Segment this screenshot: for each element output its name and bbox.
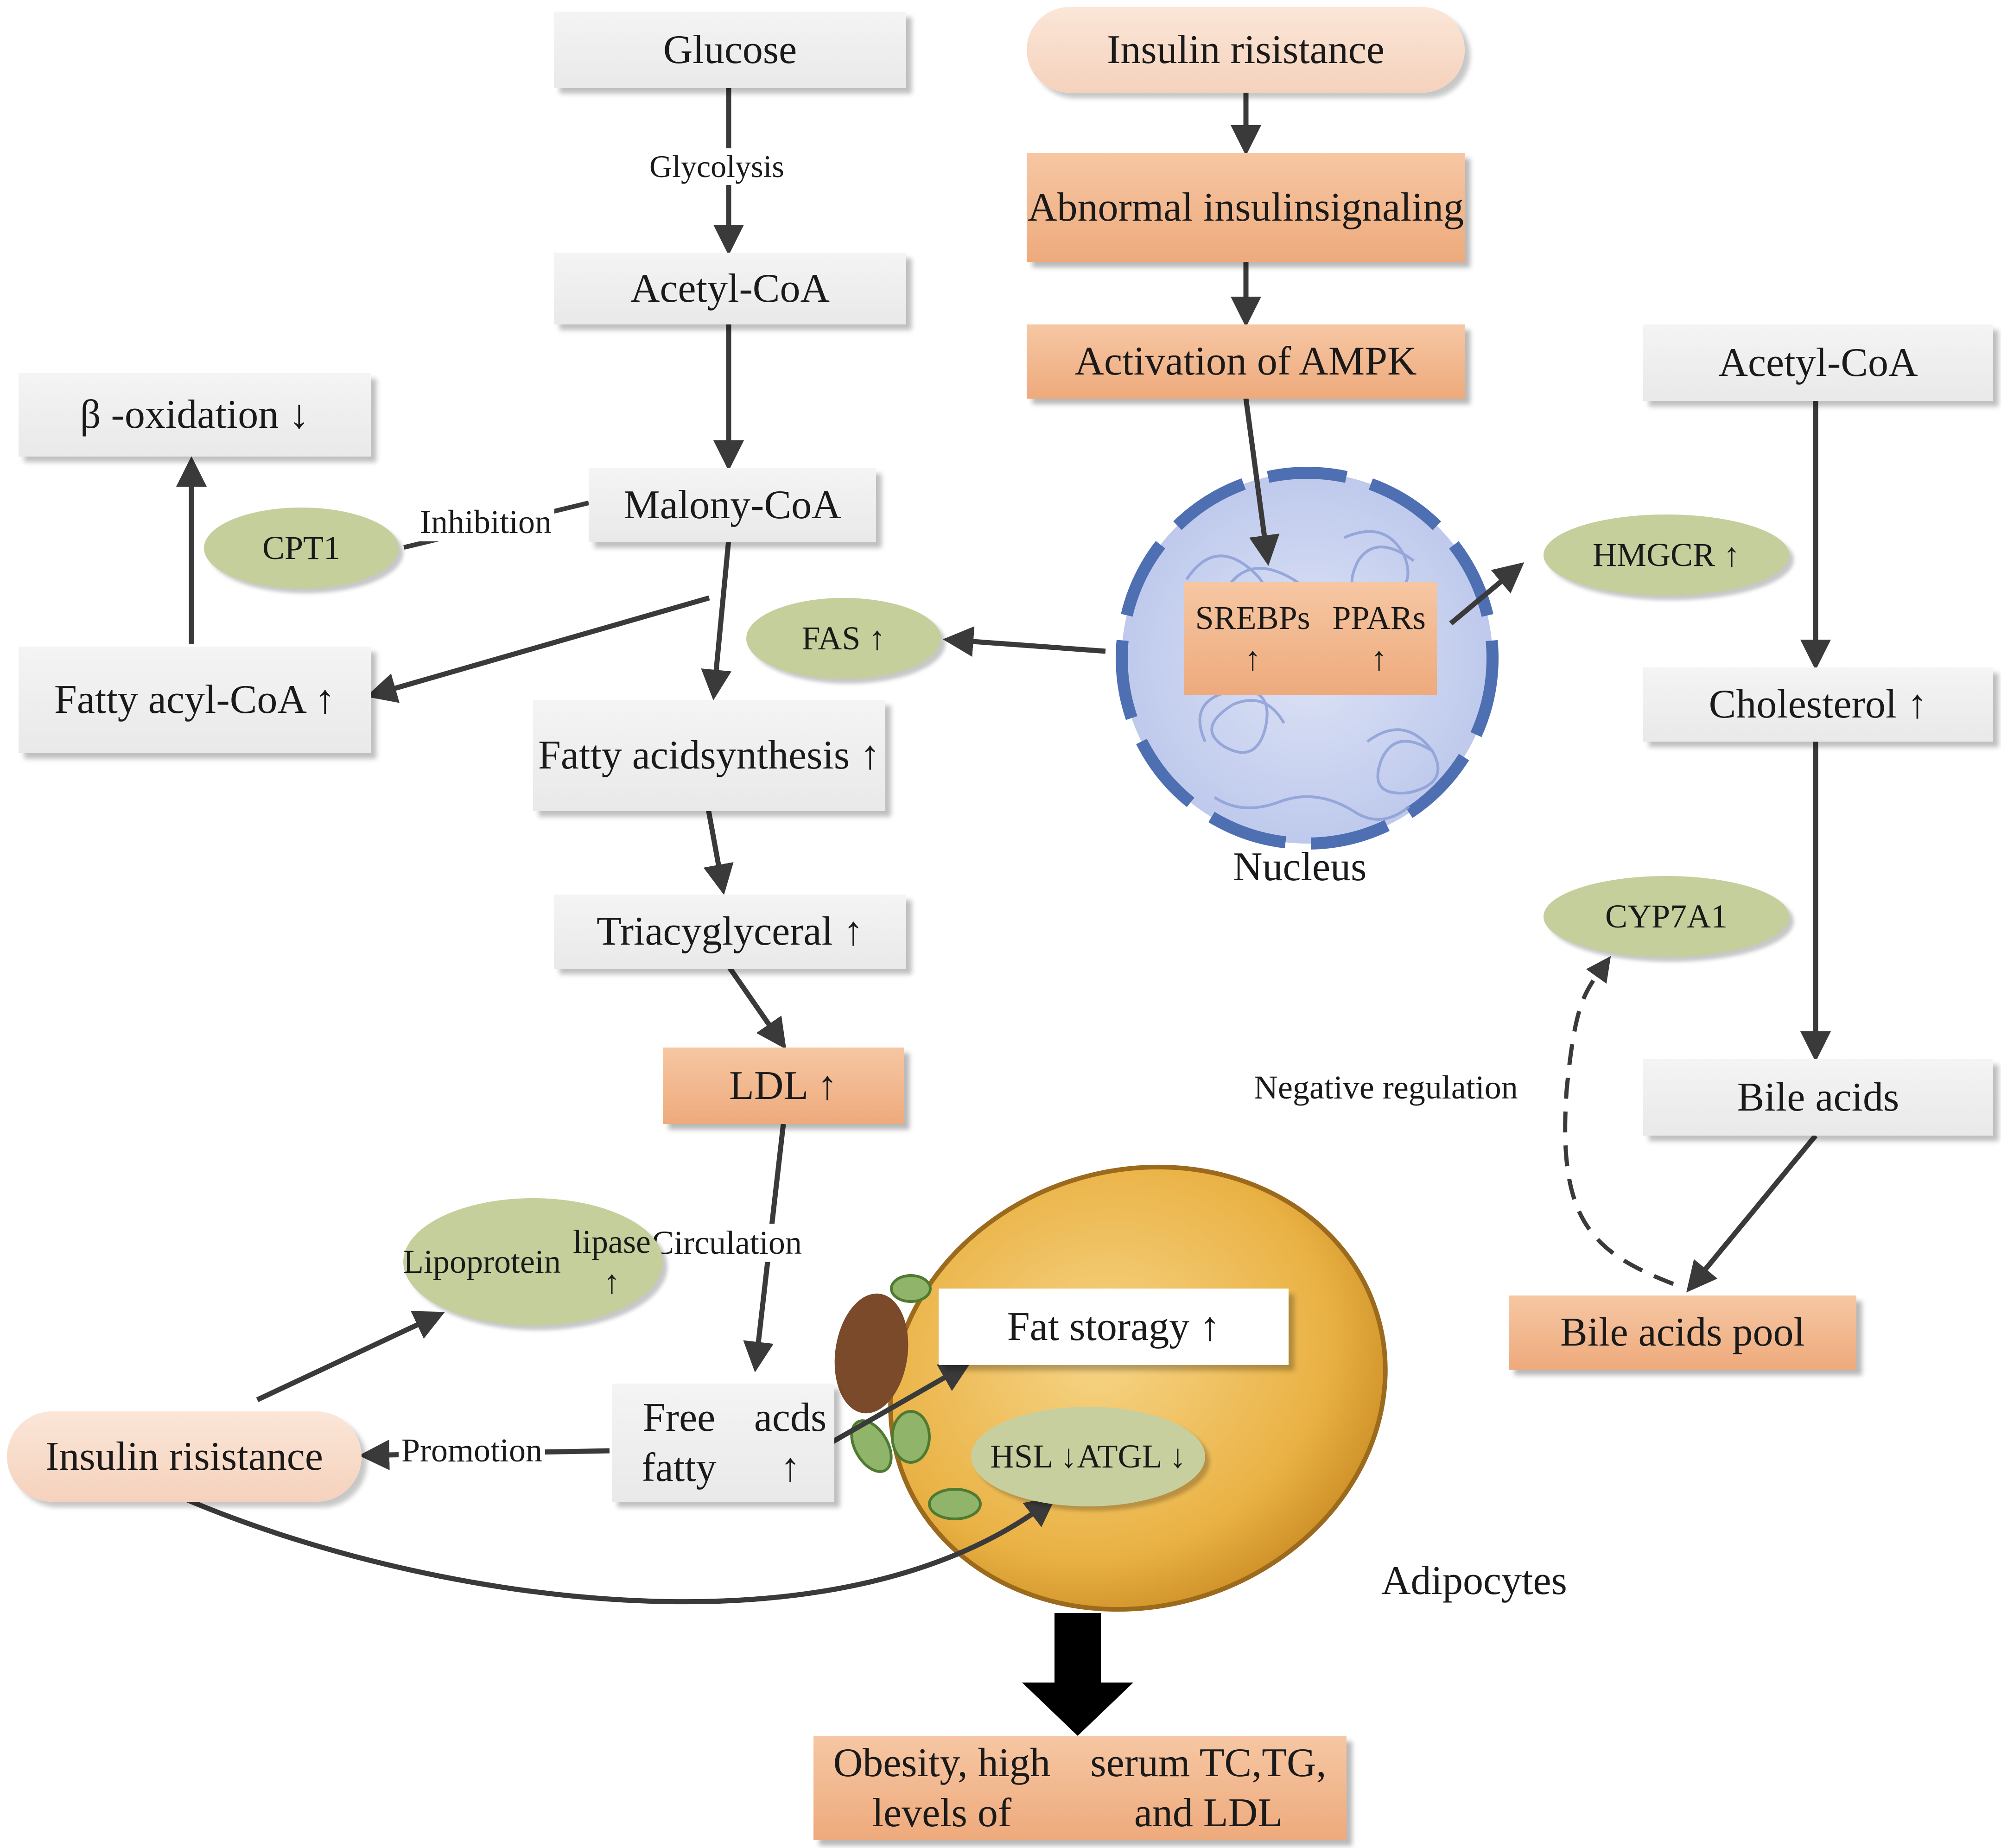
fas-synth-line1: Fatty acid xyxy=(538,733,700,778)
label-inhibition: Inhibition xyxy=(417,503,554,541)
ffa-line2: acds ↑ xyxy=(754,1395,827,1490)
abnormal-line2: signaling xyxy=(1314,184,1464,230)
node-fatty-acyl-coa: Fatty acyl- CoA ↑ xyxy=(19,647,371,753)
node-triacylglyceral: Triacyglyceral ↑ xyxy=(554,895,906,969)
fatty-acyl-line2: CoA ↑ xyxy=(229,677,336,723)
big-down-arrow xyxy=(1022,1613,1133,1736)
node-abnormal-signaling: Abnormal insulin signaling xyxy=(1027,153,1465,262)
node-beta-oxidation: β -oxidation ↓ xyxy=(19,373,371,457)
inhibition-connector xyxy=(395,501,590,552)
node-malony-coa: Malony-CoA xyxy=(589,468,876,542)
node-cholesterol: Cholesterol ↑ xyxy=(1643,667,1993,742)
srebps-line: SREBPs ↑ xyxy=(1195,599,1310,677)
node-cpt1: CPT1 xyxy=(204,508,399,589)
label-circulation: Circulation xyxy=(649,1224,805,1262)
node-bile-acids: Bile acids xyxy=(1643,1059,1993,1136)
arrow-nucleus-fas xyxy=(943,626,1106,657)
node-bile-acids-pool: Bile acids pool xyxy=(1509,1296,1856,1370)
node-outcome: Obesity, high levels of serum TC,TG, and… xyxy=(813,1736,1347,1840)
arrow-insulin-hslatgl xyxy=(179,1494,1056,1605)
node-acetyl-coa-left: Acetyl-CoA xyxy=(554,253,906,324)
fas-synth-line2: synthesis ↑ xyxy=(700,733,881,778)
arrow-nucleus-hmgcr xyxy=(1449,562,1525,626)
node-ldl: LDL ↑ xyxy=(663,1048,904,1124)
fatty-acyl-line1: Fatty acyl- xyxy=(54,677,230,723)
node-fatty-acid-synthesis: Fatty acid synthesis ↑ xyxy=(533,700,885,811)
label-negative-regulation: Negative regulation xyxy=(1254,1069,1518,1106)
label-adipocytes: Adipocytes xyxy=(1381,1558,1567,1603)
abnormal-line1: Abnormal insulin xyxy=(1027,184,1315,230)
label-nucleus: Nucleus xyxy=(1233,845,1367,889)
label-glycolysis: Glycolysis xyxy=(647,148,787,185)
node-cyp7a1: CYP7A1 xyxy=(1544,876,1789,957)
atgl-line: ATGL ↓ xyxy=(1077,1438,1186,1475)
node-ampk: Activation of AMPK xyxy=(1027,324,1465,399)
node-nucleus-factors: SREBPs ↑ PPARs ↑ xyxy=(1184,582,1437,695)
lpl-line1: Lipoprotein xyxy=(403,1243,561,1281)
hsl-line: HSL ↓ xyxy=(990,1438,1077,1475)
node-fat-storage: Fat storagy ↑ xyxy=(939,1289,1289,1365)
arrow-malony-fas xyxy=(701,540,732,700)
node-lipoprotein-lipase: Lipoprotein lipase ↑ xyxy=(403,1198,663,1326)
outcome-line2: serum TC,TG, and LDL xyxy=(1090,1740,1327,1835)
node-glucose: Glucose xyxy=(554,12,906,88)
arrow-bile-pool xyxy=(1686,1134,1818,1293)
node-acetyl-coa-right: Acetyl-CoA xyxy=(1643,324,1993,401)
arrow-malony-fattyacyl xyxy=(366,595,710,703)
node-fas: FAS ↑ xyxy=(746,598,941,679)
label-promotion: Promotion xyxy=(399,1431,546,1470)
arrow-insulin-lpl xyxy=(256,1311,445,1402)
arrow-ampk-nucleus xyxy=(1243,398,1280,566)
node-insulin-resistance-top: Insulin risistance xyxy=(1027,7,1465,93)
ppars-line: PPARs ↑ xyxy=(1332,599,1426,677)
lpl-line2: lipase ↑ xyxy=(572,1223,651,1301)
outcome-line1: Obesity, high levels of xyxy=(833,1740,1051,1835)
node-insulin-resistance-bottom: Insulin risistance xyxy=(7,1411,362,1502)
node-hmgcr: HMGCR ↑ xyxy=(1544,514,1789,596)
arrow-tag-ldl xyxy=(726,965,787,1050)
adipocyte-shape xyxy=(834,1164,1388,1612)
node-hsl-atgl: HSL ↓ ATGL ↓ xyxy=(971,1407,1205,1506)
node-free-fatty-acids: Free fatty acds ↑ xyxy=(612,1384,834,1502)
ffa-line1: Free fatty xyxy=(642,1395,717,1490)
arrow-fas-tag xyxy=(703,808,734,895)
arrow-negative-regulation xyxy=(1563,956,1674,1286)
